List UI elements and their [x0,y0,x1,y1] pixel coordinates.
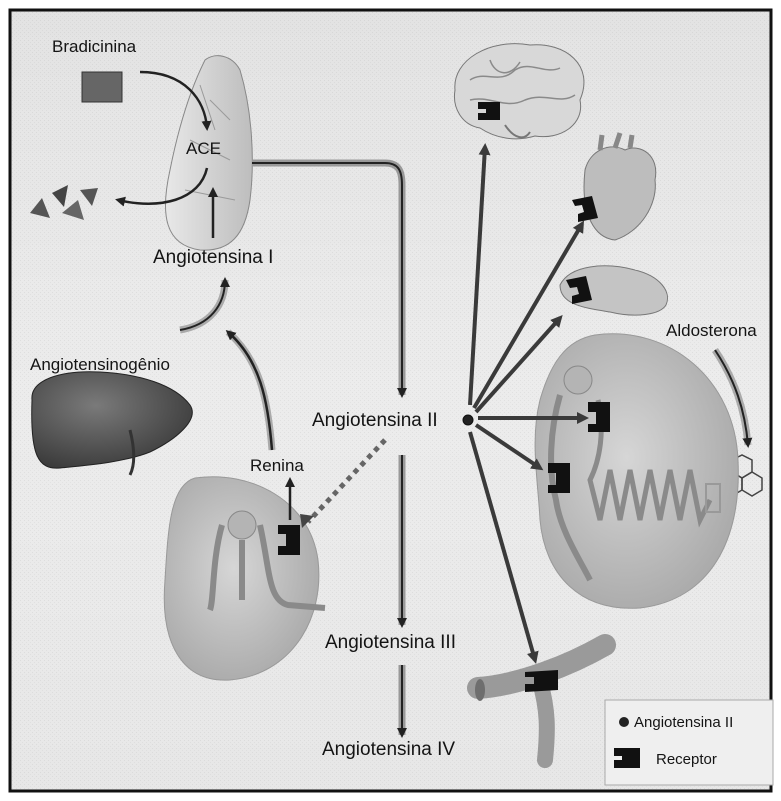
label-bradicinina: Bradicinina [52,37,137,56]
label-angiotensina-i: Angiotensina I [153,247,273,268]
label-aldosterona: Aldosterona [666,321,757,340]
label-angiotensinogenio: Angiotensinogênio [30,355,170,374]
brain-illustration [454,44,583,139]
bradicinina-block [82,72,122,102]
angiotensina-ii-molecule-icon [463,415,473,425]
legend-angiotensina-ii-icon [619,717,629,727]
legend-box [605,700,773,785]
label-angiotensina-iv: Angiotensina IV [322,739,455,760]
legend-angiotensina-ii-label: Angiotensina II [634,714,733,731]
legend: Angiotensina II Receptor [605,700,773,785]
label-angiotensina-iii: Angiotensina III [325,632,456,653]
label-angiotensina-ii: Angiotensina II [312,410,438,431]
legend-receptor-label: Receptor [656,751,717,768]
label-renina: Renina [250,456,304,475]
label-ace: ACE [186,139,221,158]
